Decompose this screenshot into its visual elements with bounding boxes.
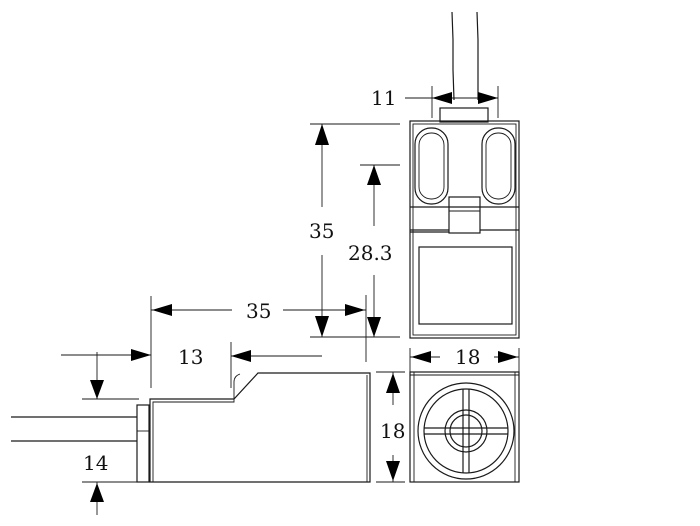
dim-283-arrow-top	[367, 165, 381, 185]
dim-label-end-width: 18	[455, 345, 480, 369]
dim-13-arrow-left	[131, 349, 151, 361]
dim-283-arrow-bottom	[367, 317, 381, 337]
side-gland	[136, 404, 150, 483]
dim-label-side-height: 18	[380, 419, 405, 443]
center-tab	[448, 196, 481, 234]
dim-label-side-step: 13	[178, 345, 203, 369]
dim-label-front-height: 35	[309, 219, 334, 243]
mounting-slot-left	[414, 127, 449, 205]
dim-35v-arrow-bottom	[315, 316, 329, 337]
end-view: 18	[409, 345, 520, 483]
dim-11-arrow-right	[478, 92, 498, 104]
dim-14-arrow-top	[90, 380, 104, 399]
side-view: 35 13 14 18	[11, 295, 405, 515]
target-mark-icon	[417, 382, 515, 480]
side-body-inner	[152, 373, 241, 482]
dim-11-arrow-left	[432, 92, 452, 104]
dim-18v-arrow-bottom	[386, 461, 400, 481]
dim-label-side-length: 35	[246, 299, 271, 323]
dim-label-sensing-height: 28.3	[348, 241, 393, 265]
dim-label-cable-width: 11	[371, 86, 396, 110]
end-body-outline	[409, 371, 520, 483]
dim-18h-arrow-right	[498, 351, 518, 363]
front-view: 11 35 28.3	[309, 11, 520, 339]
cable-left-edge	[451, 11, 455, 101]
dim-18v-arrow-top	[386, 373, 400, 393]
cable-right-edge	[476, 11, 479, 100]
side-body-outline	[149, 372, 371, 483]
mounting-slot-right-inner	[485, 132, 512, 200]
dim-13-arrow-right	[231, 350, 251, 362]
dim-18h-arrow-left	[411, 351, 431, 363]
mounting-slot-left-inner	[418, 132, 445, 200]
dim-14-arrow-bottom	[90, 483, 104, 502]
dim-35h-arrow-left	[152, 304, 172, 316]
mounting-slot-right	[481, 127, 516, 205]
cable-gland	[439, 107, 489, 123]
dim-35h-arrow-right	[345, 304, 365, 316]
dim-35v-arrow-top	[315, 124, 329, 145]
dim-label-cable-offset: 14	[83, 451, 108, 475]
sensing-window	[418, 246, 513, 325]
